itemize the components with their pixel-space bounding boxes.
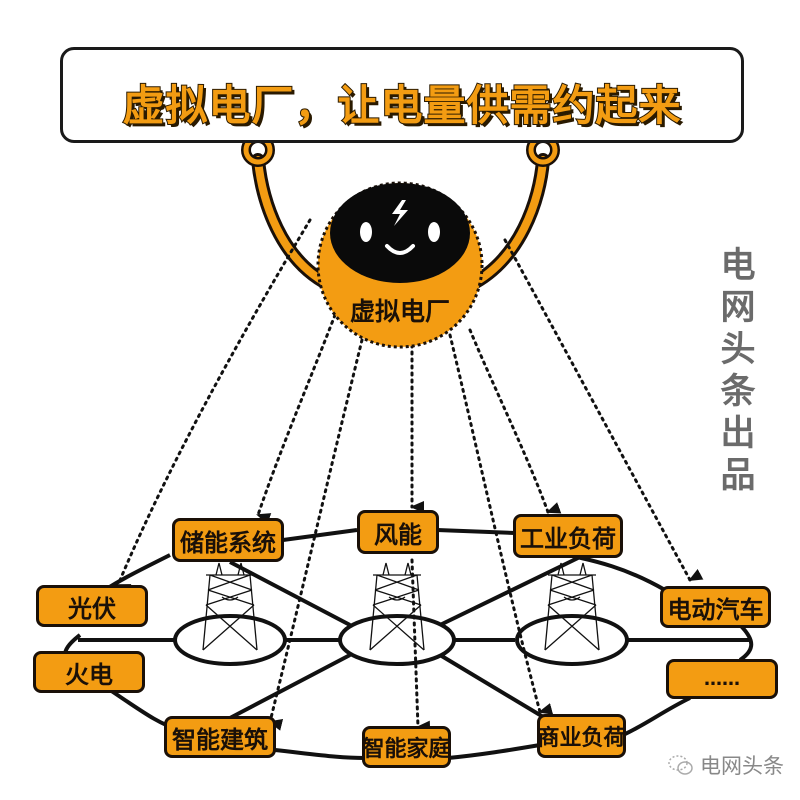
arrow-to-pv — [116, 218, 312, 596]
hub-label: 虚拟电厂 — [349, 297, 450, 326]
node-storage: 储能系统 — [172, 518, 284, 562]
node-smart-home: 智能家庭 — [362, 726, 451, 768]
grid-node-right — [515, 614, 629, 666]
arrow-to-smart-home — [410, 558, 431, 733]
node-pv: 光伏 — [36, 585, 148, 627]
credit-char: 条 — [720, 372, 756, 412]
arrow-to-storage — [256, 313, 337, 525]
node-label: 风能 — [374, 520, 422, 549]
credit-char: 品 — [720, 456, 756, 496]
hub-left-eye — [360, 222, 372, 242]
credit-char: 网 — [720, 288, 756, 328]
watermark-text: 电网头条 — [700, 754, 784, 778]
robot-arms — [241, 133, 560, 292]
hub-smile — [385, 244, 415, 255]
arrow-to-industrial — [468, 328, 562, 514]
transmission-tower-right — [544, 562, 600, 651]
node-thermal: 火电 — [33, 651, 145, 693]
node-more: …… — [666, 659, 778, 699]
hub-right-eye — [428, 222, 440, 242]
arrow-to-smart-building — [268, 338, 364, 731]
node-label: 火电 — [65, 660, 113, 689]
arrow-to-commercial — [448, 333, 554, 715]
arrow-to-ev — [503, 238, 704, 582]
credit-char: 出 — [720, 414, 756, 454]
node-label: 工业负荷 — [520, 524, 616, 553]
dotted-arrows — [116, 218, 704, 733]
transmission-tower-left — [202, 562, 258, 651]
node-label: 智能建筑 — [172, 725, 268, 754]
node-ev: 电动汽车 — [660, 586, 771, 628]
node-wind: 风能 — [357, 510, 439, 554]
grid-node-center — [338, 614, 456, 666]
node-smart-building: 智能建筑 — [164, 716, 276, 758]
node-label: 商业负荷 — [537, 726, 626, 751]
node-label: 电动汽车 — [667, 595, 764, 624]
virtual-power-plant-hub — [316, 181, 484, 349]
watermark: 电网头条 — [668, 750, 784, 780]
node-label: …… — [704, 668, 740, 690]
node-label: 光伏 — [68, 594, 116, 623]
credit-char: 电 — [720, 246, 756, 286]
title-banner: 虚拟电厂，让电量供需约起来 — [60, 47, 744, 143]
node-label: 智能家庭 — [362, 737, 451, 762]
node-label: 储能系统 — [180, 528, 276, 557]
node-industrial: 工业负荷 — [513, 514, 623, 558]
lightning-bolt-icon — [392, 200, 408, 226]
grid-node-left — [173, 614, 287, 666]
node-commercial: 商业负荷 — [537, 714, 626, 758]
wechat-icon — [668, 755, 693, 775]
side-credit: 电 网 头 条 出 品 — [718, 245, 758, 497]
credit-char: 头 — [720, 330, 756, 370]
page-title: 虚拟电厂，让电量供需约起来 — [121, 80, 682, 131]
